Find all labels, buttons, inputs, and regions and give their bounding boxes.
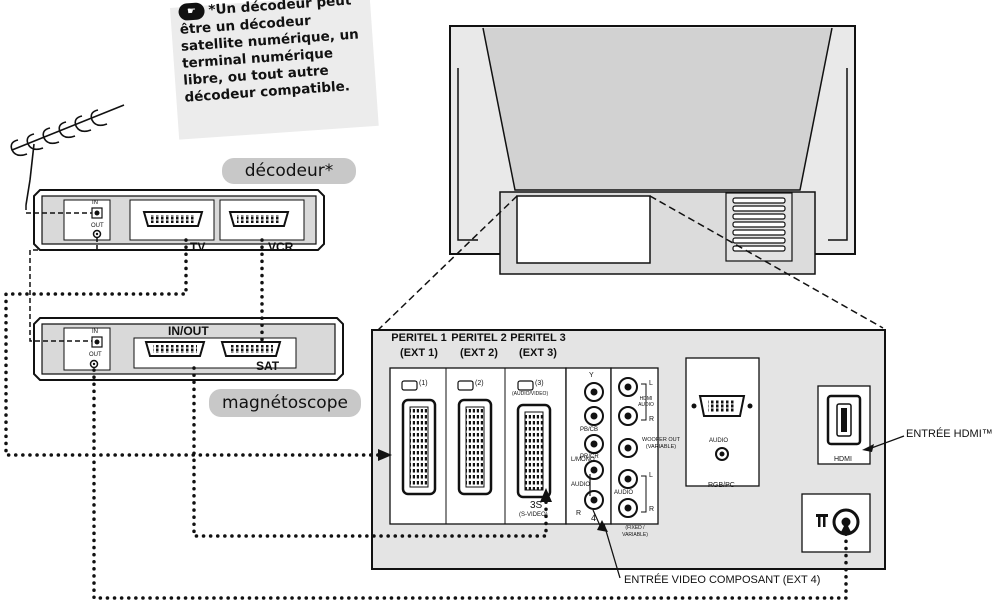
svideo-label: 3S bbox=[530, 500, 543, 511]
pr-label: PR/CR bbox=[580, 454, 599, 460]
peritel-3-tag: (3) bbox=[535, 380, 544, 387]
peritel-2-tag: (2) bbox=[475, 380, 484, 387]
peritel-2-title: PERITEL 2(EXT 2) bbox=[451, 332, 507, 359]
vcr-label: magnétoscope bbox=[209, 389, 361, 417]
hdmi-label: HDMI bbox=[834, 456, 852, 463]
vcr-out-label: OUT bbox=[89, 352, 102, 358]
peritel-1-tag: (1) bbox=[419, 380, 428, 387]
vcr-box bbox=[33, 317, 344, 381]
peritel-3-title: PERITEL 3(EXT 3) bbox=[510, 332, 566, 359]
decoder-vcr-label: VCR bbox=[268, 240, 294, 254]
decoder-label: décodeur* bbox=[222, 158, 356, 184]
scart-cables bbox=[4, 238, 848, 600]
peritel-1-title: PERITEL 1(EXT 1) bbox=[391, 332, 447, 359]
decoder-out-label: OUT bbox=[91, 223, 104, 229]
fixed-variable-note: (FIXED / VARIABLE) bbox=[622, 525, 648, 538]
pb-label: PB/CB bbox=[580, 427, 599, 433]
vcr-inout-label: IN/OUT bbox=[168, 324, 209, 338]
note: ☛*Un décodeur peut être un décodeur sate… bbox=[178, 0, 360, 106]
y-label: Y bbox=[589, 372, 594, 379]
rgb-audio-label: AUDIO bbox=[709, 438, 729, 444]
component-num: 4 bbox=[591, 513, 597, 523]
decoder-in-label: IN bbox=[92, 200, 98, 206]
decoder-box bbox=[33, 189, 325, 251]
svideo-sub: (S-VIDEO) bbox=[519, 512, 548, 518]
component-audio-label: AUDIO bbox=[571, 482, 591, 488]
peritel-1-arrow-icon bbox=[378, 449, 392, 461]
rgb-pc-connector bbox=[691, 395, 753, 417]
hdmi-audio-r: R bbox=[649, 416, 655, 423]
hdmi-port bbox=[826, 394, 862, 446]
hdmi-audio-text: HDMI AUDIO bbox=[638, 396, 654, 408]
component-r-label: R bbox=[576, 510, 582, 517]
svideo-arrow-icon bbox=[540, 488, 552, 502]
peritel-1-connector bbox=[401, 380, 437, 496]
component-input-callout: ENTRÉE VIDEO COMPOSANT (EXT 4) bbox=[624, 574, 821, 586]
fixed-l-label: L bbox=[649, 472, 653, 479]
l-mono-label: L/MONO bbox=[571, 457, 595, 463]
antenna-arrow-icon bbox=[840, 522, 852, 534]
antenna-cables bbox=[25, 205, 98, 342]
rgb-pc-label: RGB/PC bbox=[708, 482, 735, 489]
vcr-in-label: IN bbox=[92, 329, 98, 335]
tv-vent bbox=[725, 192, 793, 262]
hdmi-audio-l: L bbox=[649, 380, 653, 387]
fixed-r-label: R bbox=[649, 506, 655, 513]
woofer-label: WOOFER OUT (VARIABLE) bbox=[642, 437, 680, 450]
pointing-hand-icon: ☛ bbox=[178, 2, 206, 21]
fixed-audio-label: AUDIO bbox=[614, 490, 634, 496]
antenna-icon bbox=[10, 104, 125, 206]
vcr-sat-label: SAT bbox=[256, 359, 280, 373]
decoder-tv-label: TV bbox=[190, 240, 206, 254]
peritel-2-connector bbox=[457, 380, 493, 496]
peritel-3-sub: (AUDIO/VIDEO) bbox=[512, 391, 549, 397]
tv-rear bbox=[377, 25, 884, 331]
hdmi-callout-arrow-icon bbox=[862, 444, 874, 452]
hdmi-input-callout: ENTRÉE HDMI™ bbox=[906, 428, 993, 440]
peritel-3-connector bbox=[516, 380, 552, 499]
